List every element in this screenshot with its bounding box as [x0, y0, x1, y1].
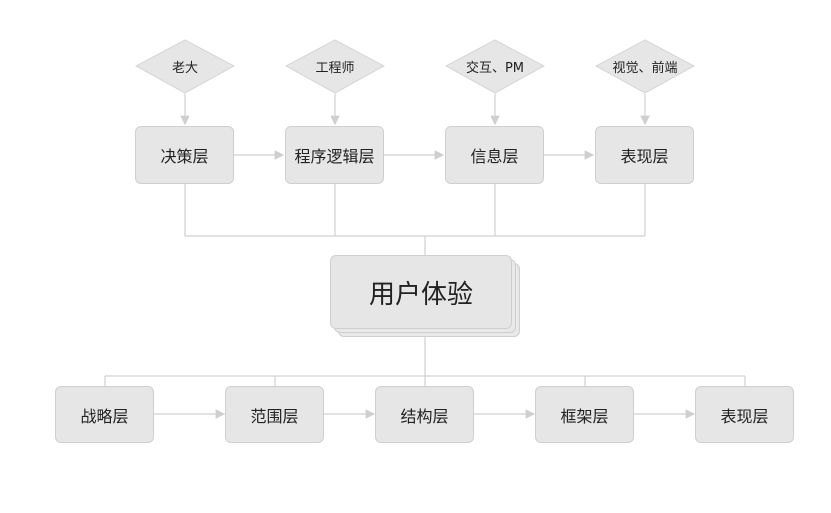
- lower-layer-strategy: 战略层: [55, 386, 154, 443]
- role-diamond-2: [284, 39, 386, 94]
- upper-layer-presentation: 表现层: [595, 126, 694, 184]
- lower-layer-skeleton: 框架层: [535, 386, 634, 443]
- upper-layer-decision: 决策层: [135, 126, 234, 184]
- role-label-visual-frontend: 视觉、前端: [612, 61, 678, 76]
- edge-lower-bus: [104, 333, 746, 386]
- center-user-experience: 用户体验: [330, 255, 512, 329]
- role-label-boss: 老大: [171, 61, 198, 76]
- upper-layer-information: 信息层: [445, 126, 544, 184]
- edge-upper-merge: [184, 184, 646, 256]
- role-label-interaction-pm: 交互、PM: [465, 61, 525, 76]
- role-diamond-3: [444, 39, 546, 94]
- lower-layer-scope: 范围层: [225, 386, 324, 443]
- role-label-engineer: 工程师: [315, 61, 355, 76]
- role-diamond-1: [134, 39, 236, 94]
- upper-layer-program-logic: 程序逻辑层: [285, 126, 384, 184]
- role-diamond-4: [594, 39, 696, 94]
- lower-layer-surface: 表现层: [695, 386, 794, 443]
- lower-layer-structure: 结构层: [375, 386, 474, 443]
